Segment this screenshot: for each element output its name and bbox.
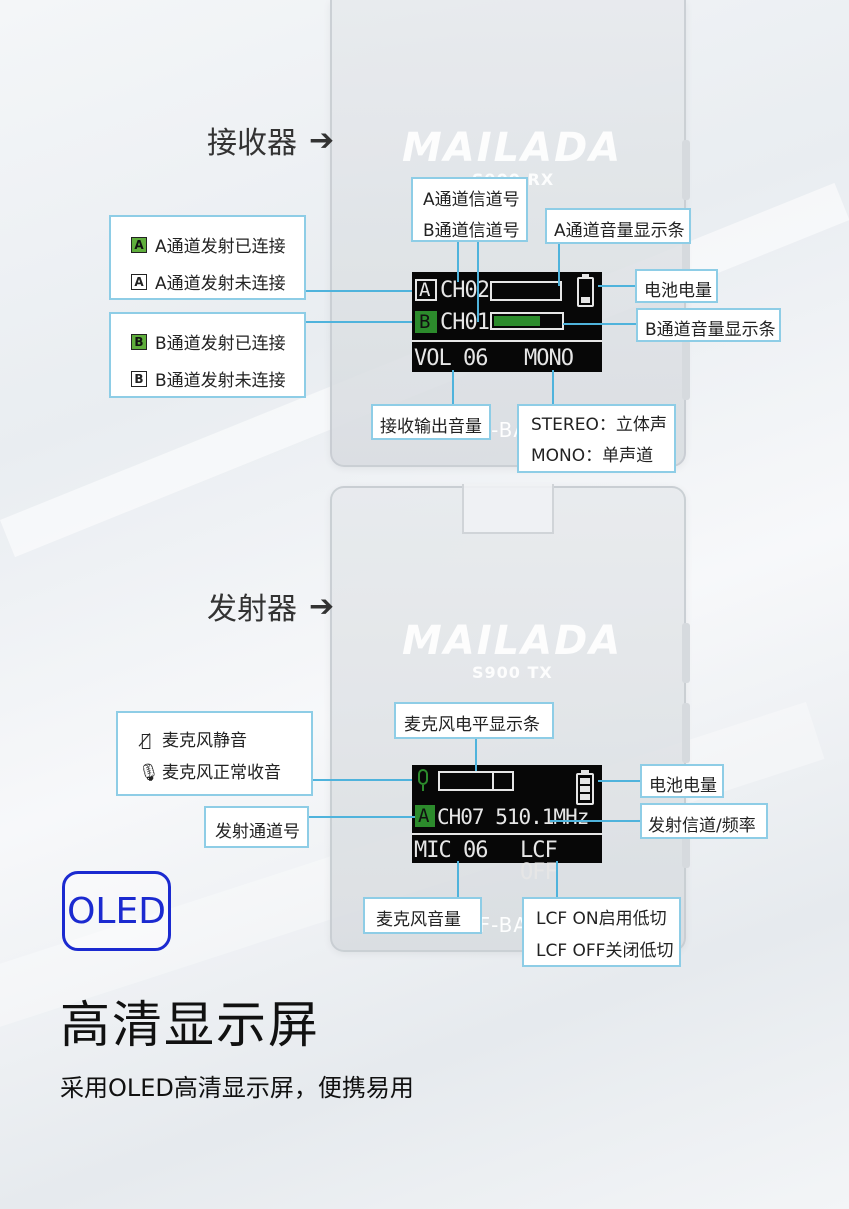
channel-number-legend: A通道信道号 B通道信道号 bbox=[411, 177, 528, 242]
microphone-icon bbox=[418, 769, 428, 785]
tx-channel-frequency: CH07 510.1MHz bbox=[437, 805, 589, 829]
connected-indicator-icon: A bbox=[131, 236, 147, 253]
channel-b-letter: B bbox=[419, 311, 430, 333]
channel-a-number: CH02 bbox=[440, 278, 490, 303]
tx-channel-letter: A bbox=[418, 805, 429, 827]
transmitter-brand-logo: MAILADA bbox=[402, 618, 623, 664]
transmitter-screen: A CH07 510.1MHz MIC 06 LCF OFF bbox=[412, 765, 602, 884]
screen-divider bbox=[412, 833, 602, 835]
channel-a-indicator bbox=[415, 279, 437, 301]
lcf-readout: LCF OFF bbox=[520, 838, 558, 885]
transmitter-battery-label: 电池电量 bbox=[640, 764, 724, 798]
transmitter-heading: 发射器➔ bbox=[207, 588, 335, 628]
connected-indicator-icon: B bbox=[131, 333, 147, 350]
channel-b-number: CH01 bbox=[440, 310, 490, 335]
channel-a-volume-bar bbox=[490, 281, 562, 301]
page-subtitle: 采用OLED高清显示屏，便携易用 bbox=[60, 1074, 414, 1102]
channel-b-indicator bbox=[415, 311, 437, 333]
tx-channel-indicator bbox=[415, 805, 435, 827]
output-volume-readout: VOL 06 bbox=[414, 346, 488, 371]
receiver-brand-logo: MAILADA bbox=[402, 125, 623, 171]
page-title: 高清显示屏 bbox=[60, 996, 320, 1054]
mic-status-legend: 🎙̸麦克风静音 🎙麦克风正常收音 bbox=[116, 711, 313, 796]
a-volume-bar-label: A通道音量显示条 bbox=[545, 208, 691, 244]
channel-b-volume-bar bbox=[490, 312, 564, 330]
arrow-right-icon: ➔ bbox=[309, 122, 335, 158]
battery-icon bbox=[577, 274, 594, 307]
receiver-screen: A CH02 B CH01 VOL 06 MONO bbox=[412, 272, 602, 372]
screen-divider bbox=[412, 340, 602, 342]
oled-badge: OLED bbox=[62, 871, 171, 951]
channel-a-letter: A bbox=[419, 279, 430, 301]
lcf-legend: LCF ON启用低切 LCF OFF关闭低切 bbox=[522, 897, 681, 967]
tx-channel-frequency-label: 发射信道/频率 bbox=[640, 803, 768, 839]
mic-level-bar-label: 麦克风电平显示条 bbox=[394, 702, 554, 739]
mic-level-bar bbox=[438, 771, 514, 791]
audio-mode-readout: MONO bbox=[524, 346, 574, 371]
belt-clip bbox=[462, 484, 554, 534]
mic-volume-label: 麦克风音量 bbox=[363, 897, 482, 934]
microphone-icon: 🎙 bbox=[138, 763, 160, 783]
mic-volume-readout: MIC 06 bbox=[414, 838, 488, 863]
disconnected-indicator-icon: B bbox=[131, 370, 147, 387]
transmitter-model: S900 TX bbox=[472, 663, 553, 682]
battery-icon bbox=[576, 770, 594, 805]
tx-channel-label: 发射通道号 bbox=[204, 806, 309, 848]
output-volume-label: 接收输出音量 bbox=[371, 404, 491, 440]
arrow-right-icon: ➔ bbox=[309, 588, 335, 624]
transmitter-device: MAILADA S900 TX UHF-BAND bbox=[330, 484, 690, 952]
audio-mode-legend: STEREO：立体声 MONO：单声道 bbox=[517, 404, 676, 473]
disconnected-indicator-icon: A bbox=[131, 273, 147, 290]
receiver-battery-label: 电池电量 bbox=[635, 269, 718, 303]
mic-mute-icon: 🎙̸ bbox=[140, 731, 152, 751]
receiver-heading: 接收器➔ bbox=[207, 122, 335, 162]
b-volume-bar-label: B通道音量显示条 bbox=[636, 308, 781, 342]
